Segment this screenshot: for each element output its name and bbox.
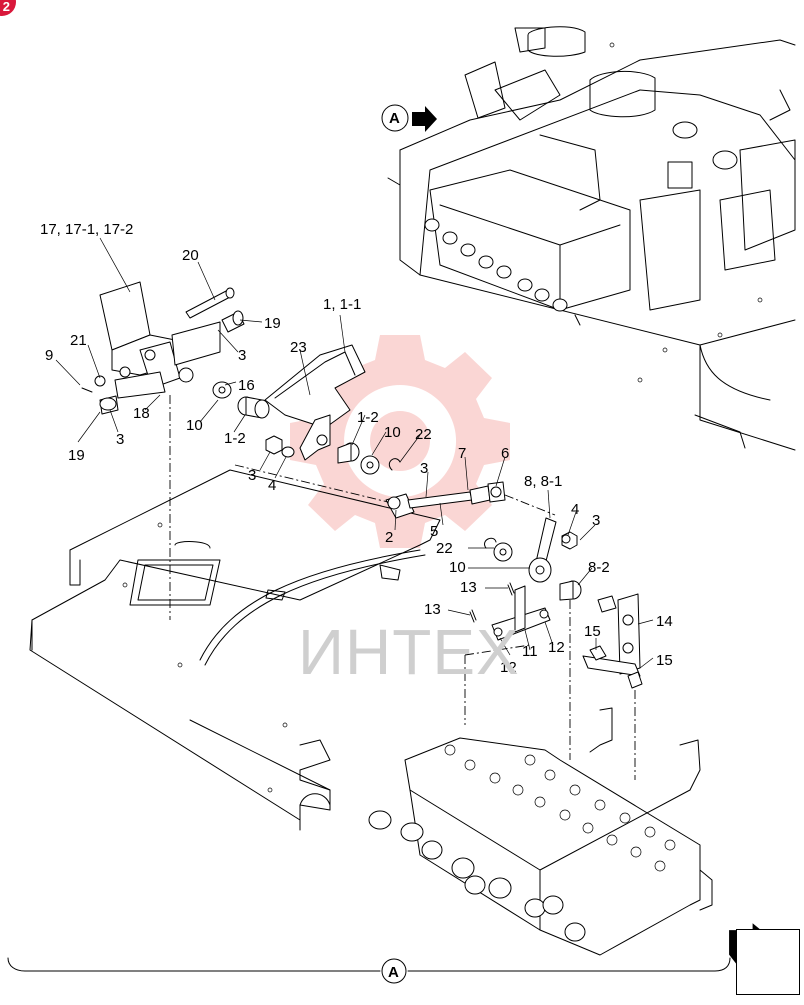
callout-15: 15 bbox=[656, 652, 673, 669]
callout-19: 19 bbox=[264, 315, 281, 332]
pedal-bracket-assembly bbox=[81, 281, 270, 419]
callout-9: 9 bbox=[45, 347, 53, 364]
upper-frame-assembly bbox=[387, 26, 796, 451]
callout-8: 8, 8-1 bbox=[524, 473, 562, 490]
callout-10: 10 bbox=[449, 559, 466, 576]
callout-3: 3 bbox=[420, 460, 428, 477]
section-bracket-a: A bbox=[7, 957, 731, 984]
watermark-text: ИНТЕХ bbox=[298, 616, 520, 688]
callout-12: 12 bbox=[548, 639, 565, 656]
callout-6: 6 bbox=[501, 445, 509, 462]
callout-labels: 17, 17-1, 17-2 20 19 3 21 9 16 18 10 19 … bbox=[40, 221, 673, 676]
callout-1-2: 1-2 bbox=[224, 430, 246, 447]
callout-21: 21 bbox=[70, 332, 87, 349]
callout-14: 14 bbox=[656, 613, 673, 630]
callout-19: 19 bbox=[68, 447, 85, 464]
valve-bolts bbox=[444, 744, 676, 872]
callout-17: 17, 17-1, 17-2 bbox=[40, 221, 133, 238]
callout-20: 20 bbox=[182, 247, 199, 264]
main-control-valve bbox=[368, 707, 713, 956]
callout-3: 3 bbox=[116, 431, 124, 448]
arrow-right-icon bbox=[412, 106, 437, 132]
view-marker-letter: A bbox=[389, 110, 400, 127]
floor-plate bbox=[29, 469, 441, 831]
callout-7: 7 bbox=[458, 445, 466, 462]
section-marker-letter: A bbox=[388, 964, 399, 981]
callout-5: 5 bbox=[430, 523, 438, 540]
top-valve-spools bbox=[424, 218, 568, 312]
callout-16: 16 bbox=[238, 377, 255, 394]
callout-15: 15 bbox=[584, 623, 601, 640]
callout-2: 2 bbox=[385, 529, 393, 546]
view-marker-a: A bbox=[381, 104, 437, 132]
callout-11: 11 bbox=[522, 643, 538, 660]
callout-22: 22 bbox=[415, 426, 432, 443]
callout-8-2: 8-2 bbox=[588, 559, 610, 576]
callout-13: 13 bbox=[424, 601, 441, 618]
callout-12: 12 bbox=[500, 659, 517, 676]
callout-4: 4 bbox=[571, 501, 579, 518]
callout-3: 3 bbox=[592, 512, 600, 529]
next-page-button[interactable] bbox=[736, 929, 800, 995]
valve-lever-assembly bbox=[169, 395, 643, 780]
control-lever-assembly bbox=[264, 344, 401, 475]
callout-18: 18 bbox=[133, 405, 150, 422]
callout-3: 3 bbox=[248, 467, 256, 484]
callout-22: 22 bbox=[436, 540, 453, 557]
valve-spool-ends bbox=[368, 810, 586, 942]
callout-10: 10 bbox=[186, 417, 203, 434]
leader-lines bbox=[55, 237, 654, 669]
callout-23: 23 bbox=[290, 339, 307, 356]
callout-1: 1, 1-1 bbox=[323, 296, 361, 313]
callout-13: 13 bbox=[460, 579, 477, 596]
linkage-rod bbox=[234, 464, 556, 519]
callout-1-2: 1-2 bbox=[357, 409, 379, 426]
callout-4: 4 bbox=[268, 477, 276, 494]
callout-3: 3 bbox=[238, 347, 246, 364]
callout-10: 10 bbox=[384, 424, 401, 441]
